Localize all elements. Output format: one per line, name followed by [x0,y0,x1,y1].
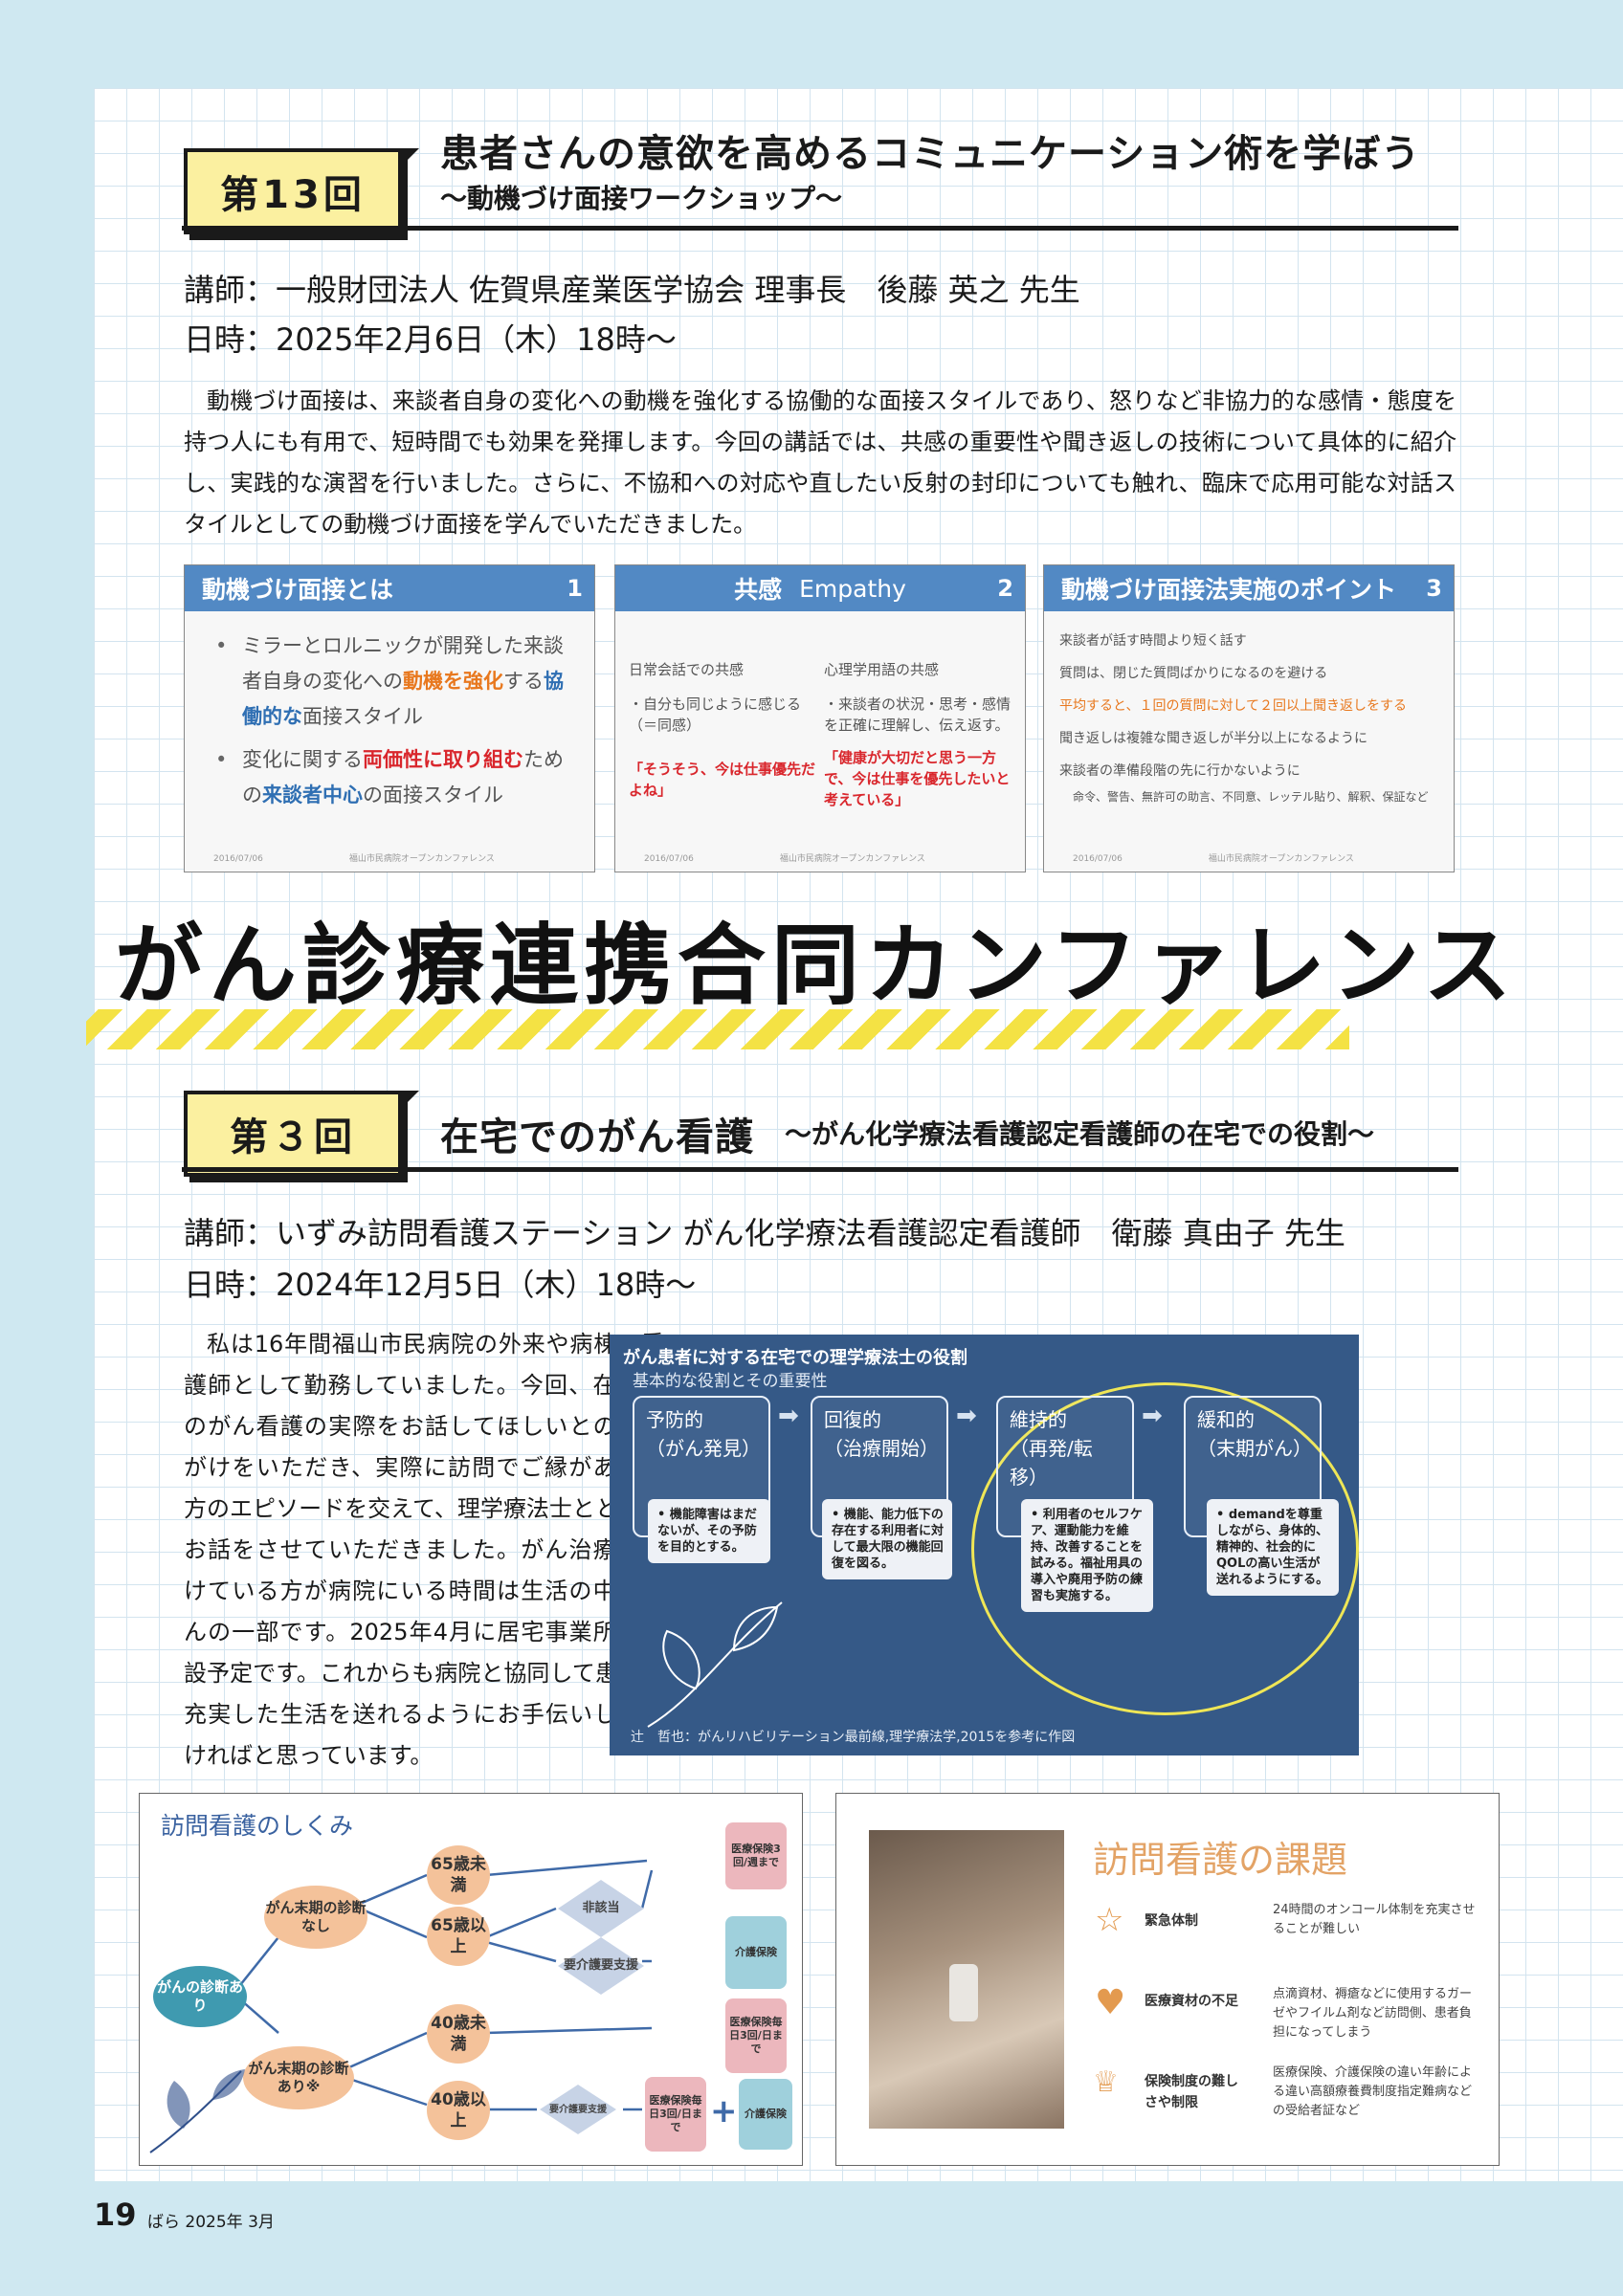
page-number: 19 [94,2197,137,2233]
plus-icon: + [710,2092,738,2130]
session-body: 私は16年間福山市民病院の外来や病棟で看護師として勤務していました。今回、在宅で… [184,1331,664,1769]
diagnosis-node: がんの診断あり [153,1966,247,2027]
slide-header: 動機づけ面接法実施のポイント 3 [1044,565,1454,611]
bullet-1: ミラーとロルニックが開発した来談者自身の変化への動機を強化する協働的な面接スタイ… [215,629,571,735]
medical-insurance-box: 医療保険毎日3回/日まで [645,2077,706,2152]
age-node: 65歳未満 [427,1845,490,1905]
mechanism-title: 訪問看護のしくみ [161,1812,354,1840]
medical-insurance-box: 医療保険3回/週まで [725,1822,787,1889]
slide-title: 動機づけ面接とは [202,576,394,604]
datetime: 日時：2025年2月6日（木）18時～ [184,321,677,358]
visit-nursing-issues-panel: 訪問看護の課題 ☆ 緊急体制 24時間のオンコール体制を充実させることが難しい … [835,1793,1500,2166]
lecturer: 講師：いずみ訪問看護ステーション がん化学療法看護認定看護師 衛藤 真由子 先生 [184,1215,1345,1251]
slide-bullets: ミラーとロルニックが開発した来談者自身の変化への動機を強化する協働的な面接スタイ… [185,611,594,813]
slide-title: 共感 [734,576,783,604]
stage-card: • 機能、能力低下の存在する利用者に対して最大限の機能回復を図る。 [822,1499,952,1579]
slide-points: 来談者が話す時間より短く話す 質問は、閉じた質問ばかりになるのを避ける 平均する… [1059,633,1429,804]
session-subtitle: ～動機づけ面接ワークショップ～ [440,183,843,214]
session-title: 患者さんの意欲を高めるコミュニケーション術を学ぼう [440,132,1421,176]
heart-icon: ♥ [1095,1983,1126,2022]
datetime: 日時：2024年12月5日（木）18時～ [184,1267,697,1303]
issue-description: 医療保険、介護保険の違い年齢による違い高額療養費制度指定難病などの受給者証など [1273,2065,1473,2118]
slide-3: 動機づけ面接法実施のポイント 3 来談者が話す時間より短く話す 質問は、閉じた質… [1043,564,1455,872]
leaf-illustration-icon [149,2069,245,2153]
age-node: 65歳以上 [427,1907,490,1966]
session-subtitle: ～がん化学療法看護認定看護師の在宅での役割～ [785,1118,1375,1150]
header-rule [182,226,1458,231]
session-badge: 第13回 [184,148,419,234]
stage-card: • 機能障害はまだないが、その予防を目的とする。 [648,1499,770,1563]
flow-arrows [239,1859,654,2111]
issue-description: 24時間のオンコール体制を充実させることが難しい [1273,1903,1476,1936]
care-insurance-box: 介護保険 [725,1916,787,1989]
slide-footer: 2016/07/06 福山市民病院オープンカンファレンス [1073,854,1354,864]
slide-number: 3 [1426,575,1442,602]
arrow-right-icon: ➡ [956,1402,977,1430]
terminal-node: がん末期の診断あり※ [243,2046,354,2109]
banner-stripes [86,1009,1349,1049]
session-badge: 第３回 [184,1091,419,1177]
issue-label: 緊急体制 [1145,1913,1198,1929]
stage-card: • 利用者のセルフケア、運動能力を維持、改善することを試みる。福祉用具の導入や廃… [1021,1499,1153,1612]
issue-description: 点滴資材、褥瘡などに使用するガーゼやフイルム剤など訪問側、患者負担になってしまう [1273,1987,1473,2040]
slide-number: 2 [997,575,1013,602]
magazine-issue: ばら 2025年 3月 [147,2213,275,2232]
age-node: 40歳未満 [427,2004,490,2064]
session-title: 在宅でのがん看護 [440,1115,754,1159]
header-rule [182,1167,1458,1172]
lecturer: 講師：一般財団法人 佐賀県産業医学協会 理事長 後藤 英之 先生 [184,272,1080,308]
slide-footer: 2016/07/06 福山市民病院オープンカンファレンス [644,854,925,864]
care-needed-node-2: 要介護要支援 [540,2085,616,2134]
issues-title: 訪問看護の課題 [1093,1839,1348,1881]
bullet-2: 変化に関する両価性に取り組むための来談者中心の面接スタイル [215,742,571,813]
slide-header: 共感 Empathy 2 [615,565,1025,611]
arrow-right-icon: ➡ [1142,1402,1163,1430]
slide-2: 共感 Empathy 2 日常会話での共感 ・自分も同じように感じる（＝同感） … [614,564,1026,872]
star-icon: ☆ [1095,1901,1124,1939]
slide-header: 動機づけ面接とは 1 [185,565,594,611]
photo-hands-image [869,1830,1064,2129]
leaf-illustration-icon [647,1601,783,1728]
slide-left-column: 日常会話での共感 ・自分も同じように感じる（＝同感） 「そうそう、今は仕事優先だ… [629,661,816,799]
medical-insurance-box: 医療保険毎日3回/日まで [725,1998,787,2073]
no-terminal-node: がん末期の診断なし [264,1886,367,1949]
arrow-right-icon: ➡ [778,1402,799,1430]
session-body: 動機づけ面接は、来談者自身の変化への動機を強化する協働的な面接スタイルであり、怒… [184,387,1456,538]
highlight-circle [971,1382,1359,1715]
slide-title: 動機づけ面接法実施のポイント [1061,576,1397,604]
stage-card: • demandを尊重しながら、身体的、精神的、社会的にQOLの高い生活が送れる… [1207,1499,1339,1596]
issue-label: 保険制度の難しさや制限 [1145,2074,1238,2110]
issue-label: 医療資材の不足 [1145,1994,1238,2009]
crown-icon: ♕ [1093,2065,1119,2099]
slide-1: 動機づけ面接とは 1 ミラーとロルニックが開発した来談者自身の変化への動機を強化… [184,564,595,872]
diagram-subtitle: 基本的な役割とその重要性 [633,1372,828,1391]
age-node: 40歳以上 [427,2081,490,2140]
care-needed-node: 要介護要支援 [558,1937,644,1995]
not-applicable-node: 非該当 [558,1880,644,1937]
slide-right-column: 心理学用語の共感 ・来談者の状況・思考・感情を正確に理解し、伝え返す。 「健康が… [824,661,1012,808]
diagram-title: がん患者に対する在宅での理学療法士の役割 [623,1348,967,1368]
slide-title-en: Empathy [799,574,906,603]
care-insurance-box: 介護保険 [739,2079,792,2150]
diagram-footer: 辻 哲也：がんリハビリテーション最前線,理学療法学,2015を参考に作図 [631,1730,1076,1745]
slide-footer: 2016/07/06 福山市民病院オープンカンファレンス [213,854,495,864]
visit-nursing-mechanism-panel: 訪問看護のしくみ がんの診断あり がん末期の診断なし がん末期の診断あり※ 65… [139,1793,803,2166]
banner-title: がん診療連携合同カンファレンス [115,915,1518,1017]
slide-number: 1 [567,575,583,602]
pt-role-diagram: がん患者に対する在宅での理学療法士の役割 基本的な役割とその重要性 予防的（がん… [610,1335,1359,1755]
